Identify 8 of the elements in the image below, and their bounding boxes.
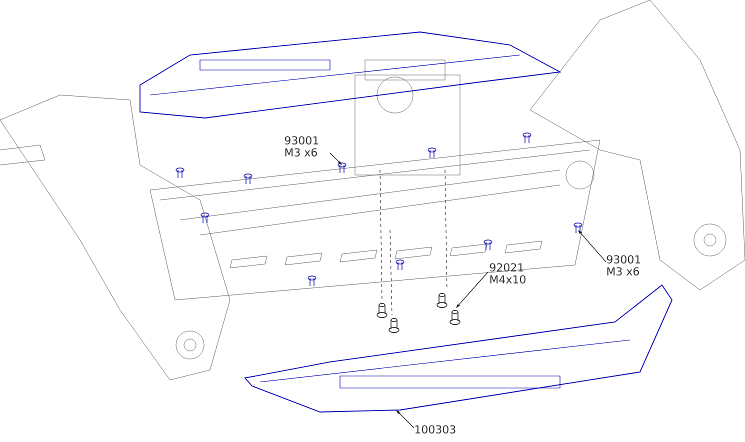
leader-line [578, 230, 606, 262]
part-label: 92021 M4x10 [490, 263, 526, 284]
leader-line [330, 152, 342, 165]
part-label: 93001 M3 x6 [606, 255, 640, 276]
leader-line [396, 410, 414, 428]
part-label: 93001 M3 x6 [284, 136, 318, 157]
leader-line [456, 272, 488, 308]
part-label: 100303 [415, 425, 456, 434]
